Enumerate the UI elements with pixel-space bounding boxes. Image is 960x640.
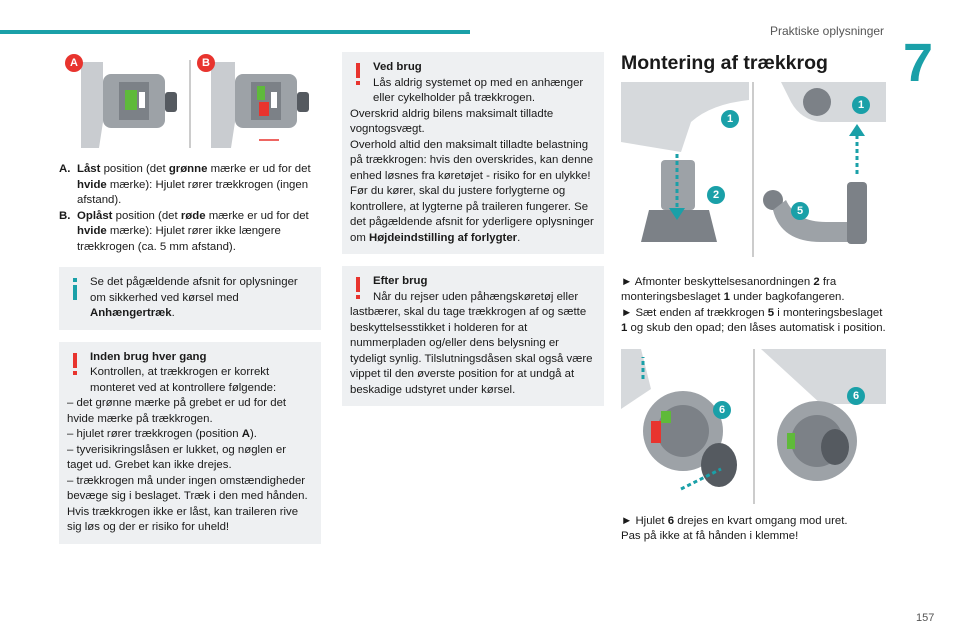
warning-item-2: – hjulet rører trækkrogen (position A). [67, 428, 257, 440]
list-text-a: Låst position (det grønne mærke er ud fo… [77, 163, 311, 206]
warning-body: Når du rejser uden påhængskøretøj eller … [350, 290, 593, 396]
figure-badge-5: 5 [791, 201, 809, 220]
figure-badge-6: 6 [847, 386, 865, 405]
mounting-step-3-caution: Pas på ikke at få hånden i klemme! [621, 530, 799, 542]
warning-item-1: – det grønne mærke på grebet er ud for d… [67, 397, 287, 425]
section-title: Montering af trækkrog [621, 52, 828, 74]
mounting-step-2: ► Sæt enden af trækkrogen 5 i monterings… [621, 306, 886, 335]
warning-icon [356, 63, 360, 85]
warning-intro: Lås aldrig systemet op med en anhænger e… [373, 76, 584, 105]
mounting-step-3: ► Hjulet 6 drejes en kvart omgang mod ur… [621, 514, 848, 527]
section-name: Praktiske oplysninger [770, 24, 885, 38]
warning-intro: Kontrollen, at trækkrogen er korrekt mon… [90, 366, 277, 394]
warning-item-4: – trækkrogen må under ingen omstændighed… [67, 474, 308, 503]
list-item-a: A. Låst position (det grønne mærke er ud… [59, 162, 321, 209]
figure-wheel-turn: 6 6 [621, 348, 886, 504]
warning-box-before-use: Inden brug hver gang Kontrollen, at træk… [59, 341, 321, 544]
mounting-illustration [621, 81, 886, 257]
figure-mounting: 1 1 2 5 [621, 81, 886, 257]
figure-lock-positions: A B [59, 52, 321, 152]
list-text-b: Oplåst position (det røde mærke er ud fo… [77, 209, 309, 253]
list-label-b: B. [59, 209, 71, 222]
warning-title: Efter brug [373, 275, 428, 287]
warning-title: Inden brug hver gang [90, 350, 207, 363]
list-label-a: A. [59, 163, 71, 175]
list-item-b: B. Oplåst position (det røde mærke er ud… [59, 209, 321, 256]
info-box: Se det pågældende afsnit for oplysninger… [59, 267, 321, 330]
info-text: Se det pågældende afsnit for oplysninger… [90, 276, 298, 319]
warning-last: Hvis trækkrogen ikke er låst, kan traile… [67, 505, 299, 534]
figure-badge-1: 1 [852, 95, 870, 114]
warning-icon [73, 352, 77, 375]
warning-box-during-use: Ved brug Lås aldrig systemet op med en a… [342, 52, 604, 254]
figure-badge-a: A [65, 54, 83, 72]
warning-paragraph-4: Før du kører, skal du justere forlygtern… [350, 185, 594, 244]
mounting-step-1: ► Afmonter beskyttelsesanordningen 2 fra… [621, 275, 845, 304]
warning-icon [356, 277, 360, 299]
column-middle: Ved brug Lås aldrig systemet op med en a… [342, 52, 604, 406]
figure-badge-2: 2 [707, 185, 725, 204]
lock-positions-illustration [59, 52, 321, 152]
warning-item-3: – tyverisikringslåsen er lukket, og nøgl… [67, 443, 287, 472]
chapter-number: 7 [903, 33, 934, 93]
header-bar [0, 30, 470, 34]
warning-paragraph-3: Overhold altid den maksimalt tilladte be… [350, 138, 594, 182]
warning-title: Ved brug [373, 61, 422, 73]
column-right: Montering af trækkrog 1 1 2 5 ► Af [621, 52, 886, 545]
figure-badge-1: 1 [721, 109, 739, 128]
warning-box-after-use: Efter brug Når du rejser uden påhængskør… [342, 266, 604, 406]
figure-badge-6: 6 [713, 400, 731, 419]
warning-paragraph-2: Overskrid aldrig bilens maksimalt tillad… [350, 107, 554, 136]
page-number: 157 [916, 612, 935, 624]
figure-badge-b: B [197, 54, 215, 72]
info-icon [73, 278, 77, 300]
wheel-turn-illustration [621, 348, 886, 504]
column-left: A B A. Låst position (det grønne mærke e… [59, 52, 321, 544]
